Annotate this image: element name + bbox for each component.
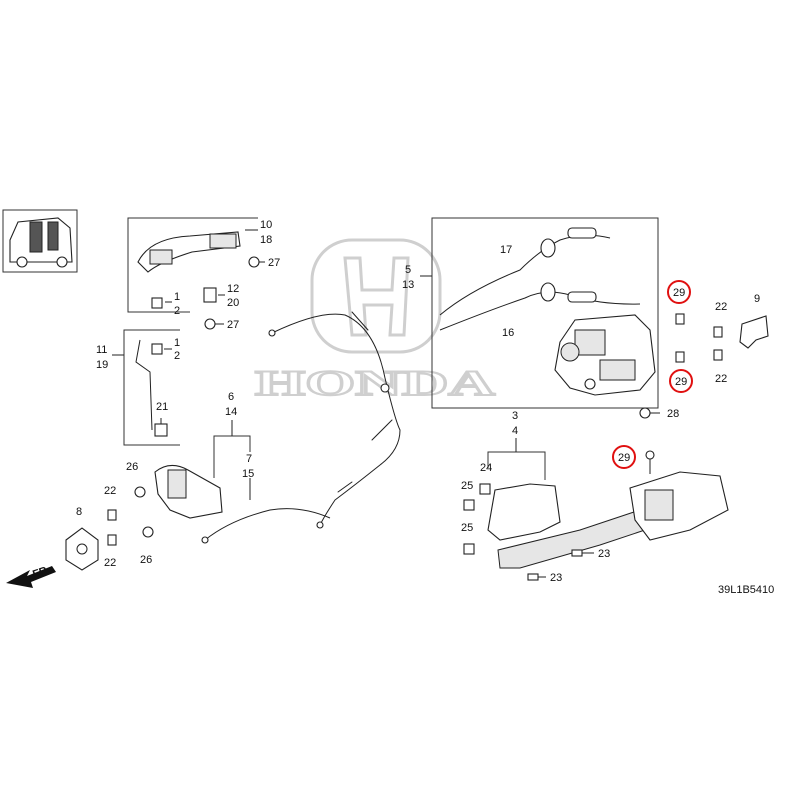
bolt-27a [248, 256, 260, 268]
roller-assembly [629, 471, 729, 541]
highlight-29b [669, 369, 693, 393]
callout-22d: 22 [715, 373, 727, 385]
bolt-28 [639, 407, 651, 419]
callout-23b: 23 [550, 572, 562, 584]
clip-24 [479, 483, 491, 495]
callout-26b: 26 [140, 554, 152, 566]
callout-21: 21 [156, 401, 168, 413]
callout-7: 7 [246, 453, 252, 465]
callout-9: 9 [754, 293, 760, 305]
inner-rod-group [112, 329, 180, 446]
highlight-29c [612, 445, 636, 469]
screw-22d [713, 349, 723, 361]
lock-actuator-group [420, 217, 659, 409]
callout-29c: 29 [618, 452, 630, 464]
callout-8: 8 [76, 506, 82, 518]
bolt-29c [645, 450, 655, 460]
diagram-code: 39L1B5410 [718, 584, 774, 596]
callout-13: 13 [402, 279, 414, 291]
callout-6: 6 [228, 391, 234, 403]
callout-22c: 22 [715, 301, 727, 313]
callout-10: 10 [260, 219, 272, 231]
callout-5: 5 [405, 264, 411, 276]
callout-4: 4 [512, 425, 518, 437]
highlight-29a [667, 280, 691, 304]
clip-25a [463, 499, 475, 511]
callout-2a: 2 [174, 305, 180, 317]
cable-group-6-7 [154, 420, 331, 544]
callout-14: 14 [225, 406, 237, 418]
callout-19: 19 [96, 359, 108, 371]
bolt-26b [142, 526, 154, 538]
clip-25b [463, 543, 475, 555]
bracket-12-20 [203, 287, 217, 303]
callout-16: 16 [502, 327, 514, 339]
callout-29b: 29 [675, 376, 687, 388]
front-direction-arrow: FR. [6, 564, 56, 588]
roller-arm [497, 509, 662, 569]
inside-handle-cable [268, 311, 401, 529]
clip-1-2a [151, 297, 163, 309]
screw-22c [713, 326, 723, 338]
callout-29a: 29 [673, 287, 685, 299]
callout-labels: 10 18 27 1 2 12 20 27 11 19 1 2 21 6 14 … [76, 219, 774, 596]
callout-22b: 22 [104, 557, 116, 569]
right-hardware [639, 313, 769, 419]
handle-base [149, 249, 173, 265]
screw-22a [107, 509, 117, 521]
callout-23a: 23 [598, 548, 610, 560]
roller-assembly-group [463, 438, 729, 581]
outer-handle-group [127, 217, 265, 330]
screw-23b [527, 573, 539, 581]
callout-18: 18 [260, 234, 272, 246]
callout-27b: 27 [227, 319, 239, 331]
bolt-26a [134, 486, 146, 498]
callout-3: 3 [512, 410, 518, 422]
bolt-29a [675, 313, 685, 325]
callout-22a: 22 [104, 485, 116, 497]
watermark-text: HONDA [255, 363, 495, 403]
callout-25b: 25 [461, 522, 473, 534]
callout-1b: 1 [174, 337, 180, 349]
striker-9 [739, 315, 769, 349]
callout-27a: 27 [268, 257, 280, 269]
callout-20: 20 [227, 297, 239, 309]
clip-1-2b [151, 343, 163, 355]
callout-17: 17 [500, 244, 512, 256]
callout-26a: 26 [126, 461, 138, 473]
direction-label: FR. [31, 564, 52, 581]
callout-2b: 2 [174, 350, 180, 362]
striker-8 [65, 527, 99, 571]
bolt-27b [204, 318, 216, 330]
callout-1a: 1 [174, 291, 180, 303]
screw-23a [571, 549, 583, 557]
callout-12: 12 [227, 283, 239, 295]
callout-28: 28 [667, 408, 679, 420]
callout-15: 15 [242, 468, 254, 480]
inside-handle-bracket [154, 464, 223, 519]
highlight-rings [612, 280, 693, 469]
screw-22b [107, 534, 117, 546]
honda-watermark: HONDA [254, 238, 496, 404]
callout-24: 24 [480, 462, 492, 474]
callout-25a: 25 [461, 480, 473, 492]
lower-left-hardware [65, 486, 154, 571]
vehicle-thumbnail [2, 209, 78, 273]
bolt-29b [675, 351, 685, 363]
roller-bracket [487, 483, 561, 541]
callout-11: 11 [96, 344, 107, 356]
clip-21 [154, 423, 168, 437]
